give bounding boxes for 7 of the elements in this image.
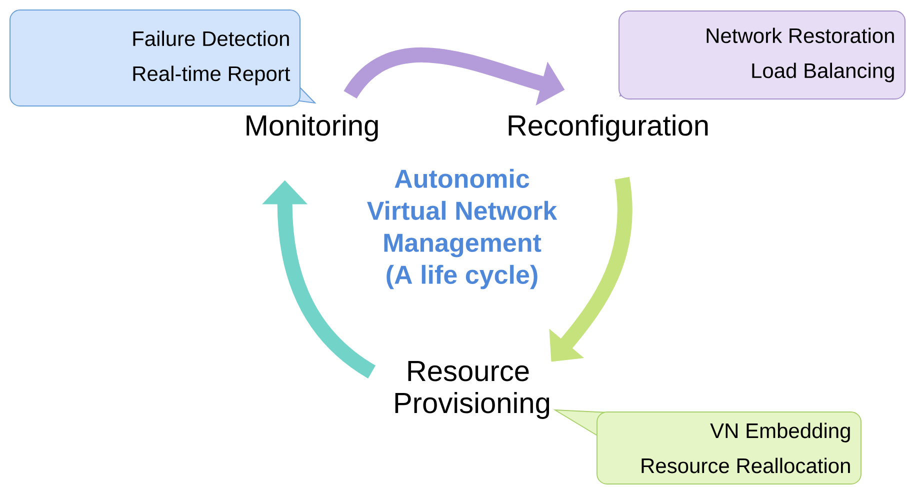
stage-label: Reconfiguration (508, 114, 708, 142)
stage-label: Resource Provisioning (395, 361, 550, 419)
callout-bubble: Failure Detection Real-time Report (10, 10, 316, 106)
stage-label: Monitoring (246, 114, 378, 142)
callout-bubble: VN Embedding Resource Reallocation (553, 409, 862, 484)
center-title: Autonomic Virtual Network Management (A life cycle) (367, 168, 558, 290)
callout-bubble: Network Restoration Load Balancing (618, 10, 906, 100)
